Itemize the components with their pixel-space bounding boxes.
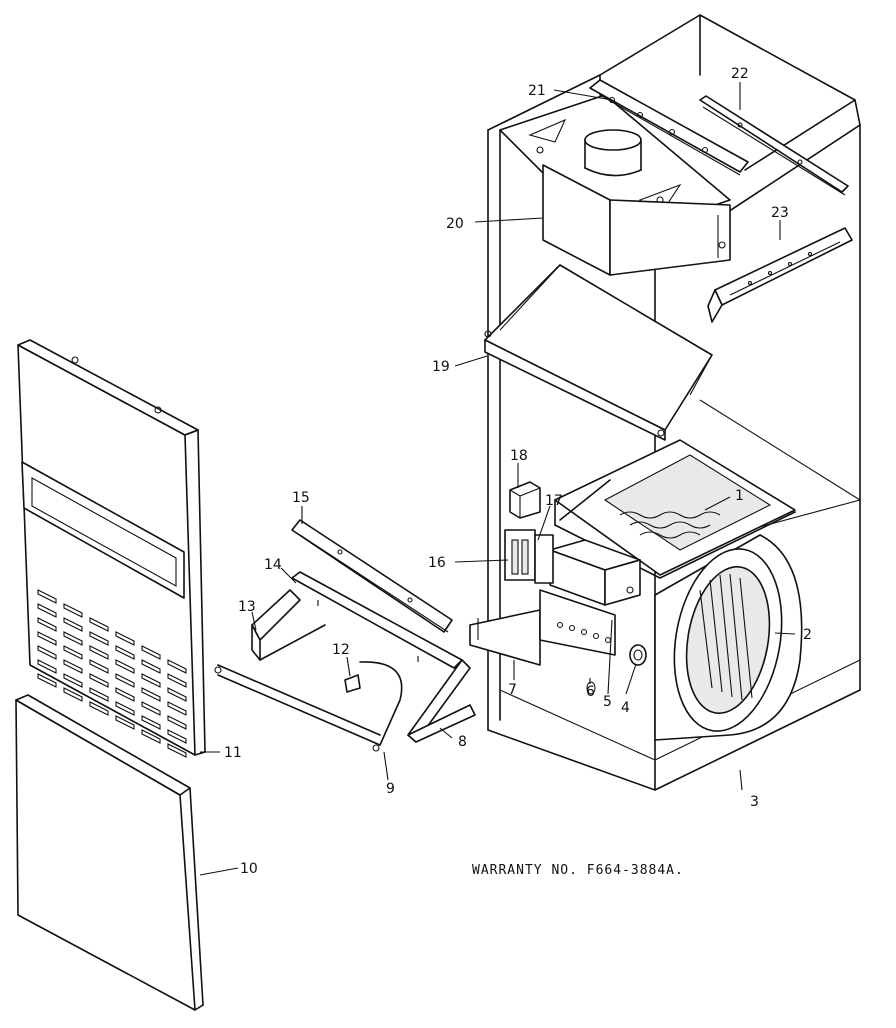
- bracket-21: [589, 79, 749, 176]
- callout-23: 23: [771, 205, 789, 221]
- louver-slot: [63, 603, 83, 618]
- louver-slot: [167, 729, 187, 744]
- louver-slot: [167, 701, 187, 716]
- louver-slot: [141, 687, 161, 702]
- louver-slot: [115, 687, 135, 702]
- louver-slot: [89, 645, 109, 660]
- louver-slot: [63, 659, 83, 674]
- callout-11: 11: [224, 745, 242, 761]
- callout-9: 9: [386, 781, 395, 797]
- callout-12: 12: [332, 642, 350, 658]
- callout-17: 17: [545, 493, 563, 509]
- louver-slot: [37, 645, 57, 660]
- callout-8: 8: [458, 734, 467, 750]
- louver-slot: [115, 645, 135, 660]
- callout-22: 22: [731, 66, 749, 82]
- warranty-number: WARRANTY NO. F664-3884A.: [472, 863, 684, 878]
- louver-slot: [115, 701, 135, 716]
- louver-slot: [89, 659, 109, 674]
- louver-slot: [167, 673, 187, 688]
- louver-slot: [167, 715, 187, 730]
- louver-slot: [89, 673, 109, 688]
- callout-1: 1: [735, 488, 744, 504]
- louver-slot: [141, 729, 161, 744]
- louver-slot: [167, 687, 187, 702]
- callout-15: 15: [292, 490, 310, 506]
- callout-21: 21: [528, 83, 546, 99]
- lower-door: [15, 694, 204, 1011]
- louver-slot: [141, 701, 161, 716]
- callout-19: 19: [432, 359, 450, 375]
- louver-slot: [115, 673, 135, 688]
- heat-exchanger: [554, 439, 796, 579]
- louver-slot: [141, 645, 161, 660]
- louver-slot: [115, 715, 135, 730]
- callout-18: 18: [510, 448, 528, 464]
- callout-2: 2: [803, 627, 812, 643]
- bracket-assembly: [214, 571, 476, 752]
- callout-6: 6: [586, 684, 595, 700]
- plenum-box: [542, 164, 731, 276]
- louver-slot: [89, 617, 109, 632]
- louver-slot: [63, 631, 83, 646]
- callout-4: 4: [621, 700, 630, 716]
- louver-slot: [63, 645, 83, 660]
- callout-labels: 1 2 3 4 5 6 7 8 9 10 11 12 13 14 15 16 1…: [224, 66, 812, 877]
- angle-23: [707, 227, 853, 323]
- shield-19: [484, 264, 713, 441]
- control-assembly: [469, 481, 647, 695]
- louver-slot: [37, 631, 57, 646]
- callout-20: 20: [446, 216, 464, 232]
- louver-slot: [89, 701, 109, 716]
- callout-7: 7: [508, 682, 517, 698]
- louver-slot: [115, 659, 135, 674]
- louver-slot: [37, 603, 57, 618]
- louver-slot: [37, 617, 57, 632]
- callout-14: 14: [264, 557, 282, 573]
- rail-15: [291, 519, 453, 633]
- callout-3: 3: [750, 794, 759, 810]
- louver-slot: [89, 687, 109, 702]
- rail-22: [699, 95, 849, 196]
- callout-5: 5: [603, 694, 612, 710]
- blower: [654, 534, 803, 741]
- callout-10: 10: [240, 861, 258, 877]
- callout-13: 13: [238, 599, 256, 615]
- louver-slot: [167, 659, 187, 674]
- louver-slot: [63, 617, 83, 632]
- leader-lines: [199, 82, 796, 876]
- callout-16: 16: [428, 555, 446, 571]
- upper-door: [17, 339, 206, 756]
- louver-slot: [63, 673, 83, 688]
- louver-slot: [141, 659, 161, 674]
- louver-slot: [167, 743, 187, 758]
- louver-slot: [63, 687, 83, 702]
- louver-slot: [37, 673, 57, 688]
- louver-slot: [141, 715, 161, 730]
- louver-slot: [37, 659, 57, 674]
- louver-slot: [115, 631, 135, 646]
- louver-slot: [89, 631, 109, 646]
- louver-slot: [141, 673, 161, 688]
- louver-slot: [37, 589, 57, 604]
- door-louvers: [37, 589, 187, 758]
